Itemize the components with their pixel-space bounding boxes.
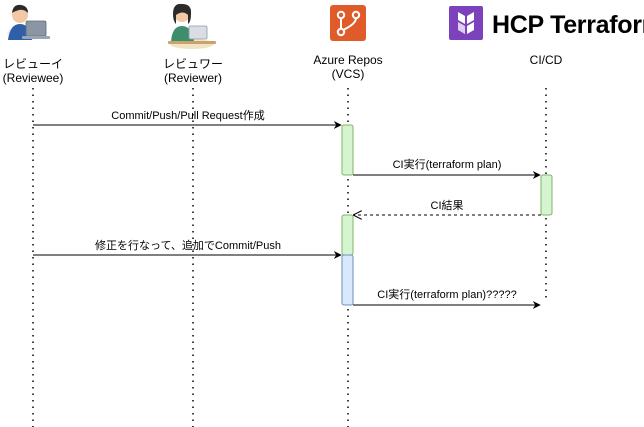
cicd-activation — [540, 174, 553, 216]
reviewee-icon — [7, 4, 50, 40]
azure-repos-icon — [330, 5, 366, 41]
message-label-2: CI実行(terraform plan) — [393, 157, 502, 171]
reviewee-label-en: (Reviewee) — [3, 71, 64, 85]
vcs-activation-1 — [341, 124, 354, 176]
hcp-terraform-logo — [449, 6, 483, 40]
reviewer-label: レビュワー — [163, 57, 223, 71]
vcs-label-en: (VCS) — [332, 67, 365, 81]
reviewee-label: レビューイ — [3, 57, 63, 71]
message-label-1: Commit/Push/Pull Request作成 — [111, 109, 264, 122]
message-label-5: CI実行(terraform plan)????? — [377, 287, 516, 301]
hcp-terraform-brand-text: HCP Terraform — [492, 11, 644, 39]
message-label-3: CI結果 — [431, 198, 464, 212]
vcs-activation-3 — [341, 254, 354, 306]
reviewer-label-en: (Reviewer) — [164, 71, 222, 85]
cicd-label: CI/CD — [530, 53, 563, 67]
vcs-activation-2 — [341, 214, 354, 256]
message-label-4: 修正を行なって、追加でCommit/Push — [95, 238, 281, 252]
vcs-label: Azure Repos — [313, 53, 382, 67]
reviewer-icon — [168, 3, 216, 49]
